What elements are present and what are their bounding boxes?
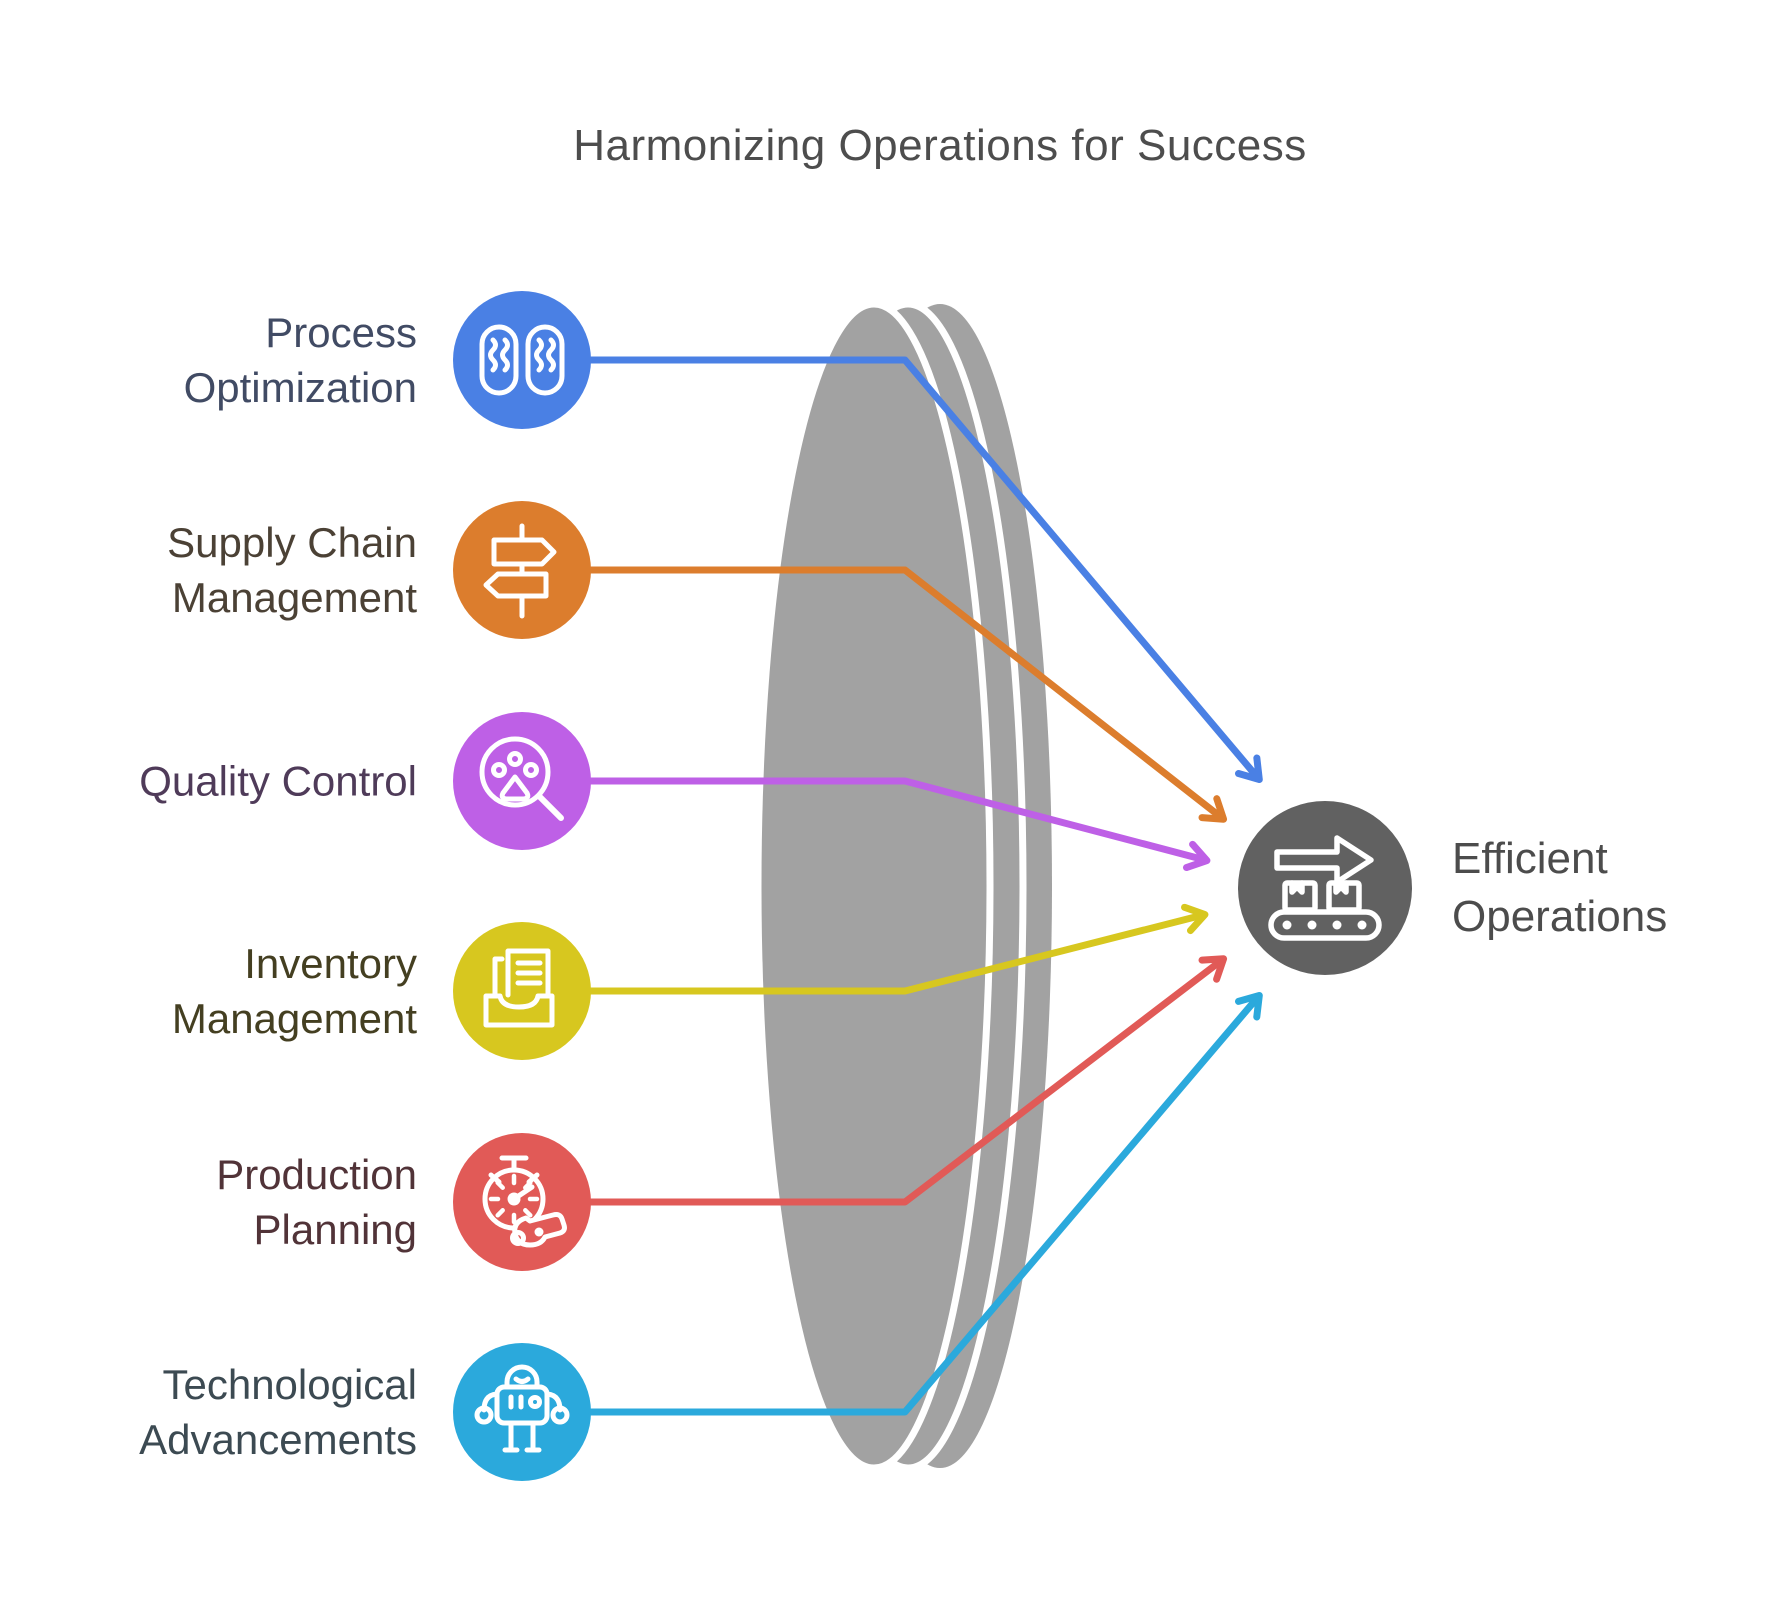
row-label-line: Optimization [183, 364, 417, 411]
row-label-line: Quality Control [139, 757, 417, 805]
row-label-line: Management [171, 574, 417, 621]
item-icon-bubble [453, 922, 591, 1060]
paw-search-icon [479, 736, 564, 821]
page-title: Harmonizing Operations for Success [573, 121, 1307, 170]
stopwatch-whistle-icon [482, 1155, 567, 1248]
result-label: Efficient Operations [1452, 830, 1667, 946]
result-node [1238, 801, 1412, 975]
item-icon-bubble [453, 1133, 591, 1271]
row-label-line: Inventory [244, 940, 417, 987]
row-label-line: Technological [162, 1361, 417, 1408]
row-label: Quality Control [139, 754, 417, 809]
connector-arrow [589, 955, 1228, 1206]
result-label-line: Operations [1452, 892, 1668, 941]
item-icon-bubble [453, 501, 591, 639]
document-tray-icon [483, 948, 555, 1028]
connector-arrow [589, 991, 1263, 1416]
item-icon-bubble [453, 712, 591, 850]
pills-icon [479, 324, 565, 396]
signpost-icon [483, 523, 557, 619]
row-label-line: Supply Chain [167, 519, 417, 566]
robot-icon [474, 1364, 570, 1453]
connector-arrow [589, 566, 1228, 823]
row-label-line: Management [171, 995, 417, 1042]
conveyor-arrow-icon [1268, 835, 1382, 941]
connector-arrow [589, 903, 1209, 995]
row-label-line: Process [265, 309, 417, 356]
result-label-line: Efficient [1452, 834, 1608, 883]
connector-arrow [589, 777, 1211, 872]
item-icon-bubble [453, 291, 591, 429]
row-label-line: Planning [253, 1206, 417, 1253]
connector-arrow [589, 356, 1263, 784]
row-label-line: Production [216, 1151, 417, 1198]
row-label-line: Advancements [139, 1416, 417, 1463]
item-icon-bubble [453, 1343, 591, 1481]
